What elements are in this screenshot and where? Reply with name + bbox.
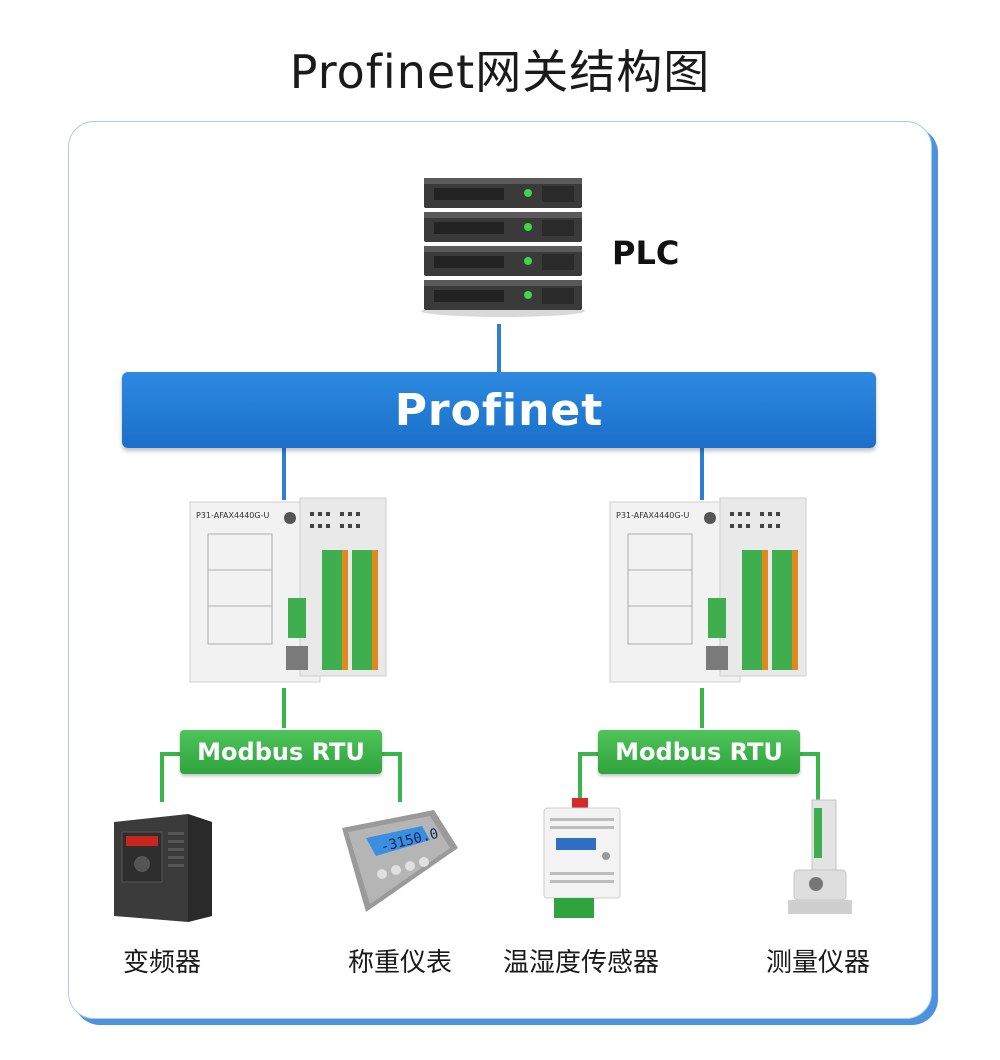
- gateway-module-icon: P31-AFAX4440G-U: [189, 497, 387, 683]
- bus-gateway-link-left: [282, 448, 286, 500]
- measuring-instrument-icon: [788, 799, 852, 914]
- rtu-drop-weighing: [398, 752, 402, 802]
- gateway-rtu-link-right: [700, 688, 704, 728]
- device-label-sensor: 温湿度传感器: [502, 948, 659, 978]
- gateway-module-icon: P31-AFAX4440G-U: [609, 497, 807, 683]
- gateway-rtu-link-left: [282, 688, 286, 728]
- device-label-instrument: 测量仪器: [765, 948, 870, 978]
- device-label-weighing: 称重仪表: [347, 948, 452, 978]
- modbus-rtu-badge-right: Modbus RTU: [598, 730, 800, 774]
- inverter-icon: [114, 814, 212, 922]
- gateway-model-text: P31-AFAX4440G-U: [196, 511, 269, 520]
- gateway-model-text: P31-AFAX4440G-U: [616, 511, 689, 520]
- modbus-rtu-badge-left: Modbus RTU: [180, 730, 382, 774]
- rtu-drop-inverter: [160, 752, 164, 802]
- rtu-drop-sensor: [578, 752, 582, 802]
- profinet-bus: Profinet: [122, 372, 876, 448]
- rtu-drop-instrument: [816, 752, 820, 802]
- plc-label: PLC: [612, 234, 680, 272]
- humidity-sensor-icon: [543, 798, 621, 918]
- plc-bus-link: [497, 324, 501, 372]
- device-label-inverter: 变频器: [122, 948, 201, 978]
- weighing-indicator-icon: -3150.0: [342, 810, 458, 912]
- plc-server-icon: [421, 178, 585, 317]
- page-title: Profinet网关结构图: [289, 45, 711, 99]
- bus-gateway-link-right: [700, 448, 704, 500]
